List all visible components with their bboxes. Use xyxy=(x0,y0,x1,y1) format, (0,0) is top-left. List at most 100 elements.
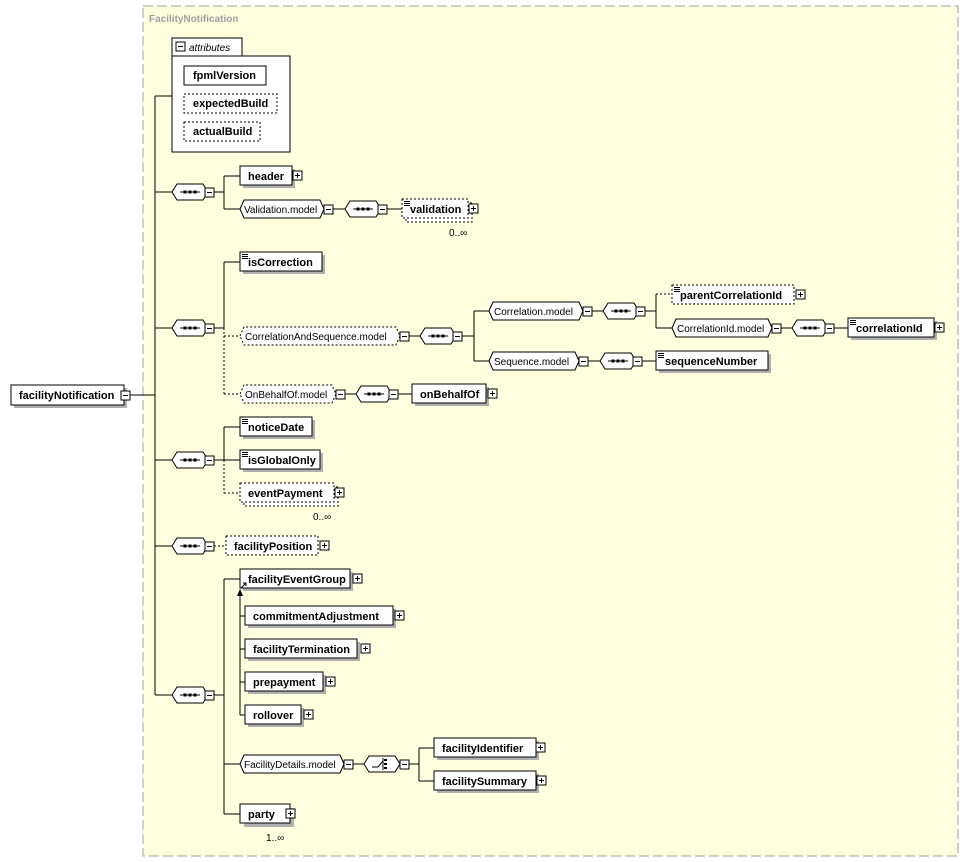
is-global-only-element[interactable]: isGlobalOnly xyxy=(239,449,323,472)
collapse-icon[interactable] xyxy=(204,690,215,701)
attribute-actualbuild[interactable]: actualBuild xyxy=(183,121,261,142)
header-element[interactable]: header xyxy=(239,165,303,188)
svg-text:facilityPosition: facilityPosition xyxy=(234,541,313,553)
expand-icon[interactable] xyxy=(319,540,330,551)
collapse-icon[interactable] xyxy=(377,204,388,215)
collapse-icon[interactable] xyxy=(388,389,399,400)
expand-icon[interactable] xyxy=(325,676,336,687)
sequence-icon xyxy=(791,319,829,337)
facility-summary-element[interactable]: facilitySummary xyxy=(433,770,547,793)
svg-text:FacilityDetails.model: FacilityDetails.model xyxy=(244,760,336,771)
svg-text:header: header xyxy=(248,171,285,183)
collapse-icon[interactable] xyxy=(343,759,354,770)
collapse-icon[interactable] xyxy=(452,331,463,342)
notice-date-element[interactable]: noticeDate xyxy=(239,416,315,439)
collapse-icon[interactable] xyxy=(335,389,346,400)
collapse-icon[interactable] xyxy=(632,356,643,367)
validation-element[interactable]: validation 0..∞ xyxy=(401,198,479,239)
correlation-and-sequence-model-group[interactable]: CorrelationAndSequence.model xyxy=(239,326,410,346)
substitution-arrow-icon xyxy=(237,589,243,596)
commitment-adjustment-element[interactable]: commitmentAdjustment xyxy=(244,605,405,628)
svg-text:correlationId: correlationId xyxy=(856,323,923,335)
collapse-icon[interactable] xyxy=(120,390,131,401)
validation-model-group[interactable]: Validation.model xyxy=(239,199,334,219)
collapse-icon[interactable] xyxy=(578,356,589,367)
collapse-icon[interactable] xyxy=(175,41,186,52)
on-behalf-of-model-group[interactable]: OnBehalfOf.model xyxy=(239,384,346,404)
svg-text:expectedBuild: expectedBuild xyxy=(193,98,268,110)
expand-icon[interactable] xyxy=(292,170,303,181)
expand-icon[interactable] xyxy=(795,289,806,300)
cardinality: 1..∞ xyxy=(266,833,284,844)
svg-text:CorrelationAndSequence.model: CorrelationAndSequence.model xyxy=(245,332,387,343)
expand-icon[interactable] xyxy=(303,709,314,720)
expand-icon[interactable] xyxy=(934,322,945,333)
sequence-5: facilityEventGroup commitmentAdjustment … xyxy=(155,568,547,844)
facility-identifier-element[interactable]: facilityIdentifier xyxy=(433,737,546,760)
attribute-expectedbuild[interactable]: expectedBuild xyxy=(183,93,278,114)
facility-event-group-element[interactable]: facilityEventGroup xyxy=(239,568,363,591)
sequence-icon xyxy=(602,302,640,320)
collapse-icon[interactable] xyxy=(582,306,593,317)
attributes-label: attributes xyxy=(189,43,230,54)
collapse-icon[interactable] xyxy=(204,455,215,466)
attribute-fpmlversion[interactable]: fpmlVersion xyxy=(183,65,267,86)
sequence-number-element[interactable]: sequenceNumber xyxy=(655,350,771,373)
collapse-icon[interactable] xyxy=(323,204,334,215)
facility-termination-element[interactable]: facilityTermination xyxy=(244,638,371,661)
collapse-icon[interactable] xyxy=(399,759,410,770)
svg-text:Validation.model: Validation.model xyxy=(244,205,317,216)
sequence-model-group[interactable]: Sequence.model xyxy=(488,351,589,371)
sequence-icon xyxy=(419,327,457,345)
on-behalf-of-element[interactable]: onBehalfOf xyxy=(411,383,498,406)
svg-text:facilitySummary: facilitySummary xyxy=(442,776,528,788)
svg-text:party: party xyxy=(248,809,276,821)
expand-icon[interactable] xyxy=(535,742,546,753)
svg-text:facilityIdentifier: facilityIdentifier xyxy=(442,743,524,755)
reference-arrow-icon xyxy=(240,582,247,589)
svg-text:OnBehalfOf.model: OnBehalfOf.model xyxy=(245,390,327,401)
party-element[interactable]: party 1..∞ xyxy=(239,803,296,844)
svg-text:isGlobalOnly: isGlobalOnly xyxy=(248,455,317,467)
collapse-icon[interactable] xyxy=(204,323,215,334)
expand-icon[interactable] xyxy=(352,573,363,584)
expand-icon[interactable] xyxy=(394,610,405,621)
sequence-1: header Validation.model validation 0..∞ xyxy=(155,165,479,239)
expand-icon[interactable] xyxy=(334,487,345,498)
expand-icon[interactable] xyxy=(468,203,479,214)
correlation-id-element[interactable]: correlationId xyxy=(847,317,945,340)
expand-icon[interactable] xyxy=(285,808,296,819)
svg-text:prepayment: prepayment xyxy=(253,677,316,689)
collapse-icon[interactable] xyxy=(204,541,215,552)
expand-icon[interactable] xyxy=(360,643,371,654)
cardinality: 0..∞ xyxy=(449,228,467,239)
prepayment-element[interactable]: prepayment xyxy=(244,671,336,694)
collapse-icon[interactable] xyxy=(824,323,835,334)
svg-text:sequenceNumber: sequenceNumber xyxy=(665,356,758,368)
correlation-model-group[interactable]: Correlation.model xyxy=(488,301,593,321)
collapse-icon[interactable] xyxy=(204,187,215,198)
svg-text:facilityTermination: facilityTermination xyxy=(253,644,350,656)
sequence-icon xyxy=(171,183,209,201)
collapse-icon[interactable] xyxy=(399,331,410,342)
svg-text:actualBuild: actualBuild xyxy=(193,126,252,138)
collapse-icon[interactable] xyxy=(771,323,782,334)
svg-text:Correlation.model: Correlation.model xyxy=(494,307,573,318)
root-element[interactable]: facilityNotification xyxy=(10,384,155,408)
sequence-icon xyxy=(171,537,209,555)
event-payment-element[interactable]: eventPayment 0..∞ xyxy=(239,482,345,523)
svg-text:parentCorrelationId: parentCorrelationId xyxy=(680,290,782,302)
facility-details-model-group[interactable]: FacilityDetails.model xyxy=(239,754,354,774)
doc-icon xyxy=(658,353,664,358)
expand-icon[interactable] xyxy=(487,388,498,399)
facility-position-element[interactable]: facilityPosition xyxy=(225,535,330,556)
rollover-element[interactable]: rollover xyxy=(244,704,314,727)
sequence-icon xyxy=(171,686,209,704)
expand-icon[interactable] xyxy=(536,775,547,786)
correlation-id-model-group[interactable]: CorrelationId.model xyxy=(671,318,782,338)
parent-correlation-id-element[interactable]: parentCorrelationId xyxy=(671,284,806,305)
collapse-icon[interactable] xyxy=(635,306,646,317)
iscorrection-element[interactable]: isCorrection xyxy=(239,251,325,274)
svg-text:onBehalfOf: onBehalfOf xyxy=(420,389,480,401)
